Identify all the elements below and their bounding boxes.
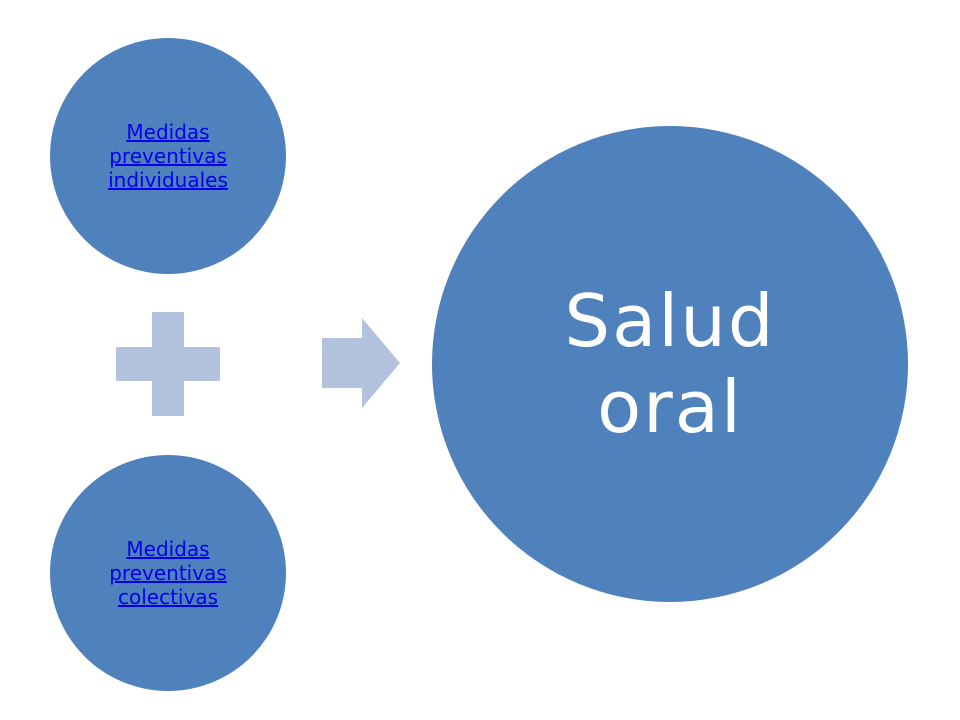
individual-measures-link[interactable]: Medidas preventivas individuales (78, 120, 258, 192)
collective-measures-line-3: colectivas (118, 585, 218, 609)
individual-measures-circle: Medidas preventivas individuales (50, 38, 286, 274)
collective-measures-link[interactable]: Medidas preventivas colectivas (78, 537, 258, 609)
plus-icon (116, 312, 220, 416)
oral-health-line-2: oral (597, 365, 743, 449)
arrow-shape (322, 318, 400, 408)
individual-measures-line-2: preventivas (109, 144, 227, 168)
collective-measures-line-1: Medidas (126, 537, 210, 561)
collective-measures-line-2: preventivas (109, 561, 227, 585)
oral-health-line-1: Salud (564, 279, 776, 363)
individual-measures-line-1: Medidas (126, 120, 210, 144)
collective-measures-circle: Medidas preventivas colectivas (50, 455, 286, 691)
oral-health-label: Salud oral (564, 278, 775, 450)
oral-health-circle: Salud oral (432, 126, 908, 602)
plus-horizontal-bar (116, 347, 220, 381)
individual-measures-line-3: individuales (108, 168, 228, 192)
arrow-right-icon (322, 318, 400, 408)
